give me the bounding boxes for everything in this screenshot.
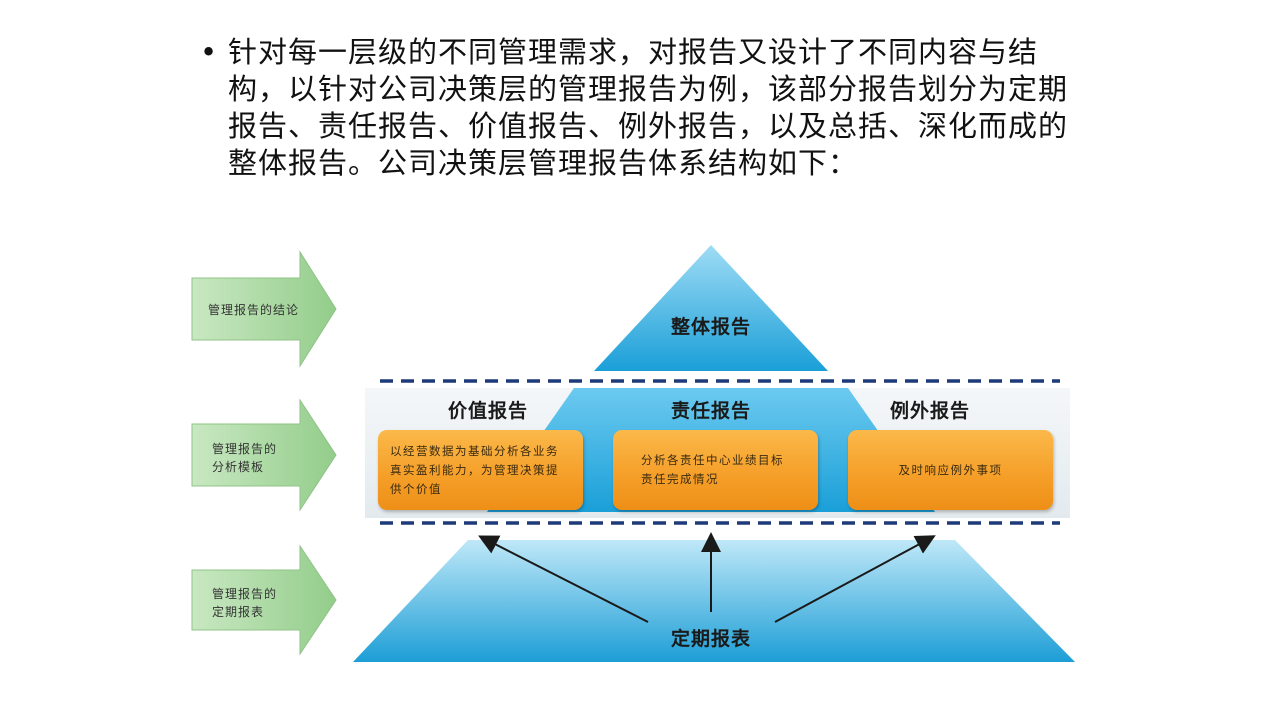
arrow-label-conclusion: 管理报告的结论	[208, 303, 300, 317]
arrow-to-value-report	[478, 535, 649, 623]
exception-report-box: 及时响应例外事项	[848, 430, 1053, 510]
arrow-label-periodic-line1: 管理报告的	[212, 587, 278, 601]
arrow-to-exception-report	[774, 535, 936, 623]
exception-report-desc: 及时响应例外事项	[898, 462, 1003, 477]
left-arrow-analysis	[191, 398, 337, 512]
arrow-label-periodic: 管理报告的 定期报表	[212, 585, 277, 621]
responsibility-report-desc: 分析各责任中心业绩目标责任完成情况	[641, 453, 784, 486]
pyramid-bottom	[353, 540, 1075, 662]
arrow-label-periodic-line2: 定期报表	[212, 605, 265, 619]
bullet-marker: •	[200, 35, 219, 69]
responsibility-report-box: 分析各责任中心业绩目标责任完成情况	[613, 430, 818, 510]
left-arrow-periodic	[191, 544, 337, 656]
value-report-desc: 以经营数据为基础分析各业务真实盈利能力，为管理决策提供个价值	[390, 443, 559, 496]
responsibility-report-title: 责任报告	[670, 400, 751, 422]
bullet-text: 针对每一层级的不同管理需求，对报告又设计了不同内容与结构，以针对公司决策层的管理…	[228, 35, 1069, 180]
arrow-label-analysis-line2: 分析模板	[212, 460, 265, 474]
overall-report-title: 整体报告	[670, 316, 751, 338]
pyramid-top	[594, 245, 828, 371]
exception-report-title: 例外报告	[889, 400, 970, 422]
arrow-label-analysis: 管理报告的 分析模板	[212, 440, 277, 476]
value-report-title: 价值报告	[447, 400, 528, 422]
periodic-statement-title: 定期报表	[670, 628, 751, 650]
left-arrow-conclusion	[191, 250, 337, 368]
value-report-box: 以经营数据为基础分析各业务真实盈利能力，为管理决策提供个价值	[378, 430, 583, 510]
arrow-label-analysis-line1: 管理报告的	[212, 442, 278, 456]
